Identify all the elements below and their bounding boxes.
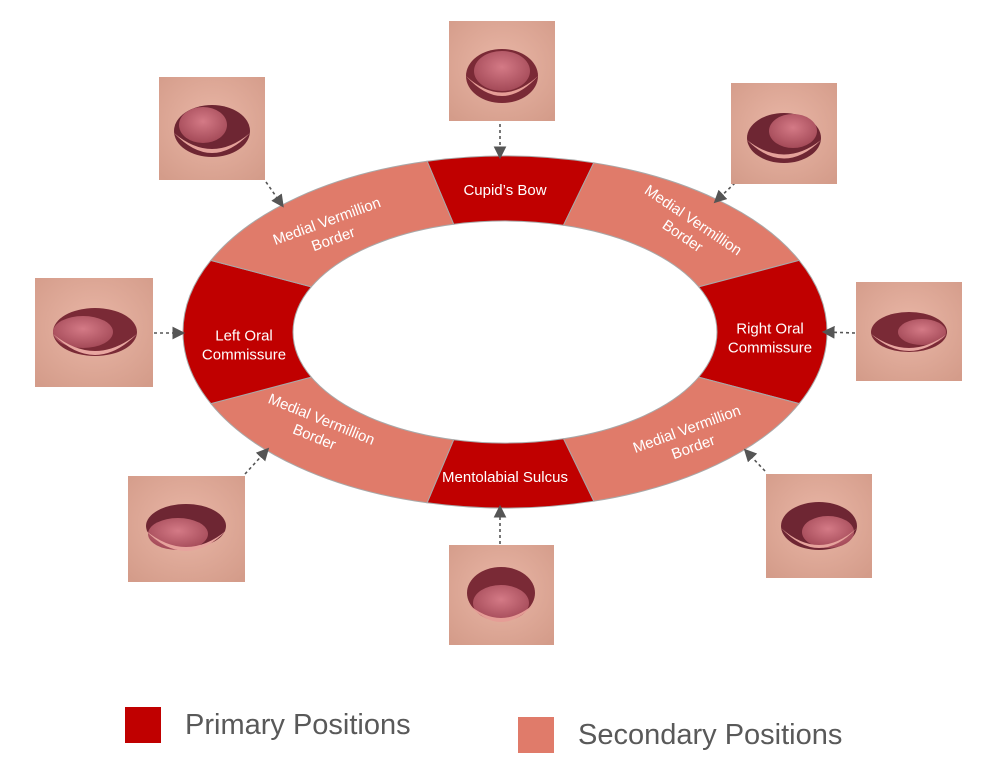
segment-label-top: Cupid’s Bow bbox=[463, 182, 546, 199]
arrow-top-left bbox=[265, 181, 284, 208]
legend-primary: Primary Positions bbox=[125, 707, 411, 743]
mouth-photo-right bbox=[856, 282, 962, 381]
mouth-photo-bottom-right bbox=[766, 474, 872, 578]
legend-primary-label: Primary Positions bbox=[185, 708, 411, 741]
segment-label-bottom: Mentolabial Sulcus bbox=[442, 469, 568, 486]
mouth-photo-bottom bbox=[449, 545, 554, 645]
mouth-photo-top-right bbox=[731, 83, 837, 184]
mouth-photo-left bbox=[35, 278, 153, 387]
mouth-photo-bottom-left bbox=[128, 476, 245, 582]
mouth-photo-top-left bbox=[159, 77, 265, 180]
legend-secondary-label: Secondary Positions bbox=[578, 718, 843, 751]
legend-secondary: Secondary Positions bbox=[518, 717, 842, 753]
legend: Primary Positions Secondary Positions bbox=[0, 705, 983, 765]
mouth-photo-top bbox=[449, 21, 555, 121]
arrow-bottom-left bbox=[244, 447, 270, 475]
arrow-top-right bbox=[713, 182, 736, 204]
ring bbox=[182, 155, 828, 509]
photos bbox=[35, 21, 962, 645]
arrows bbox=[154, 124, 856, 544]
legend-primary-swatch bbox=[125, 707, 161, 743]
arrow-right bbox=[821, 325, 856, 339]
arrow-bottom-right bbox=[743, 448, 766, 472]
ring-segment-top-left bbox=[209, 160, 455, 288]
legend-secondary-swatch bbox=[518, 717, 554, 753]
